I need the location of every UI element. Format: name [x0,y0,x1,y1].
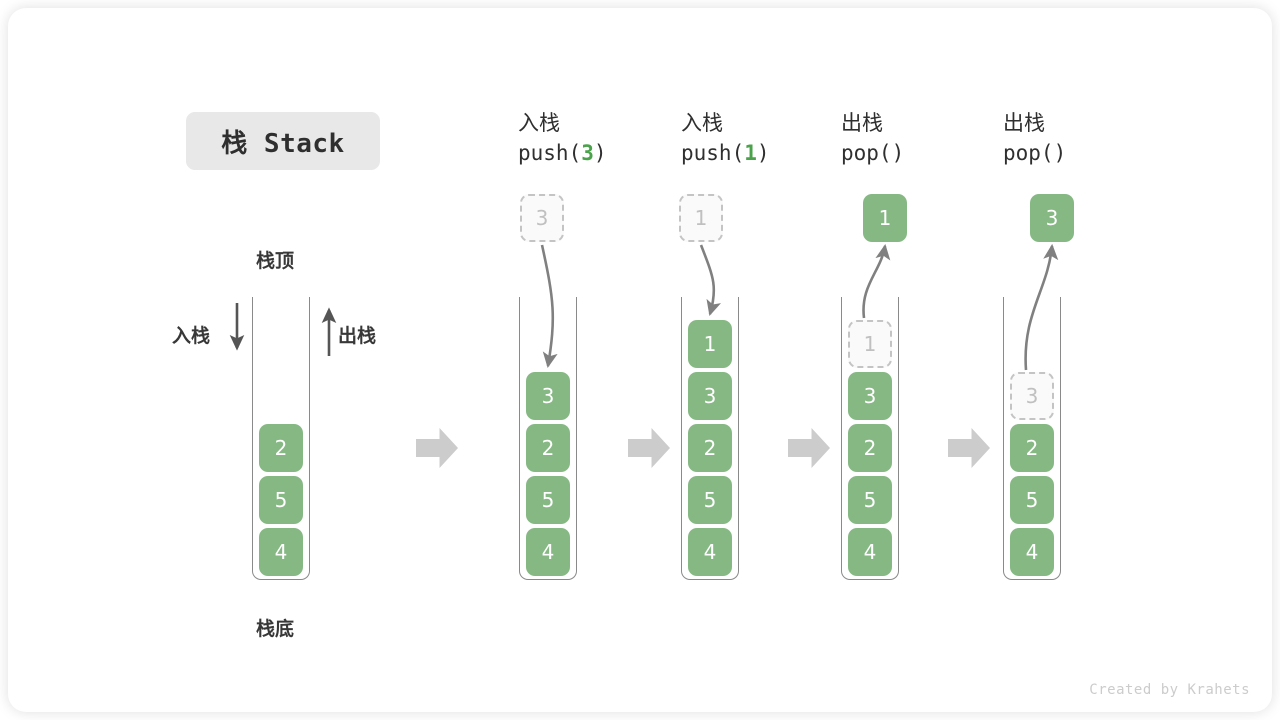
stack-cell-push-1-2: 2 [688,424,732,472]
cell-value: 5 [703,488,717,512]
cell-value: 2 [1025,436,1039,460]
operation-label-code: pop() [841,141,905,166]
stack-container-pop-3 [1003,297,1061,580]
push-direction-label: 入栈 [172,325,211,347]
operation-argument: 1 [744,141,757,166]
cell-value: 3 [703,384,717,408]
cell-value: 3 [1025,384,1039,408]
stack-cell-push-3-3: 4 [526,528,570,576]
floating-cell-pop-1: 1 [863,194,907,242]
step-separator-arrow-2 [628,428,670,468]
cell-value: 1 [703,332,717,356]
stack-cell-push-3-0: 3 [526,372,570,420]
cell-value: 3 [535,206,549,230]
cell-value: 2 [274,436,288,460]
stack-container-pop-1 [841,297,899,580]
stack-cell-push-3-2: 5 [526,476,570,524]
stack-container-initial [252,297,310,580]
stack-bottom-label: 栈底 [256,618,295,640]
operation-label-pop-3: 出栈 pop() [1003,108,1066,169]
floating-cell-pop-3: 3 [1030,194,1074,242]
operation-label-code: pop() [1003,141,1067,166]
operation-label-pop-1: 出栈 pop() [841,108,904,169]
stack-cell-push-1-0: 1 [688,320,732,368]
pop-direction-label: 出栈 [338,325,377,347]
stack-cell-pop-1-4: 4 [848,528,892,576]
cell-value: 5 [863,488,877,512]
stack-cell-pop-3-1: 2 [1010,424,1054,472]
diagram-title: 栈 Stack [186,112,380,170]
operation-label-cn: 入栈 [518,111,560,135]
stack-top-label: 栈顶 [256,250,295,272]
operation-label-cn: 入栈 [681,111,723,135]
cell-value: 4 [863,540,877,564]
step-separator-arrow-4 [948,428,990,468]
cell-value: 5 [1025,488,1039,512]
stack-cell-push-1-3: 5 [688,476,732,524]
step-separator-arrow-1 [416,428,458,468]
cell-value: 3 [863,384,877,408]
stack-cell-pop-3-3: 4 [1010,528,1054,576]
floating-cell-push-1: 1 [679,194,723,242]
stack-cell-push-1-4: 4 [688,528,732,576]
cell-value: 4 [1025,540,1039,564]
operation-label-push-1: 入栈 push(1) [681,108,770,169]
stack-cell-pop-1-0: 1 [848,320,892,368]
cell-value: 2 [703,436,717,460]
cell-value: 1 [878,206,892,230]
stack-cell-initial-2: 4 [259,528,303,576]
cell-value: 5 [274,488,288,512]
stack-cell-push-3-1: 2 [526,424,570,472]
stack-cell-pop-3-0: 3 [1010,372,1054,420]
operation-label-cn: 出栈 [841,111,883,135]
cell-value: 2 [863,436,877,460]
stack-cell-push-1-1: 3 [688,372,732,420]
cell-value: 2 [541,436,555,460]
cell-value: 4 [703,540,717,564]
footer-credit: Created by Krahets [1089,682,1250,698]
stack-container-push-3 [519,297,577,580]
stack-cell-initial-1: 5 [259,476,303,524]
stack-container-push-1 [681,297,739,580]
operation-label-cn: 出栈 [1003,111,1045,135]
cell-value: 3 [541,384,555,408]
stack-cell-pop-1-1: 3 [848,372,892,420]
operation-label-code: push(3) [518,141,607,166]
stack-cell-initial-0: 2 [259,424,303,472]
cell-value: 4 [274,540,288,564]
stack-cell-pop-3-2: 5 [1010,476,1054,524]
cell-value: 1 [863,332,877,356]
cell-value: 4 [541,540,555,564]
stack-cell-pop-1-2: 2 [848,424,892,472]
step-separator-arrow-3 [788,428,830,468]
cell-value: 5 [541,488,555,512]
operation-argument: 3 [581,141,594,166]
operation-label-code: push(1) [681,141,770,166]
stack-cell-pop-1-3: 5 [848,476,892,524]
operation-label-push-3: 入栈 push(3) [518,108,607,169]
floating-cell-push-3: 3 [520,194,564,242]
cell-value: 1 [694,206,708,230]
cell-value: 3 [1045,206,1059,230]
